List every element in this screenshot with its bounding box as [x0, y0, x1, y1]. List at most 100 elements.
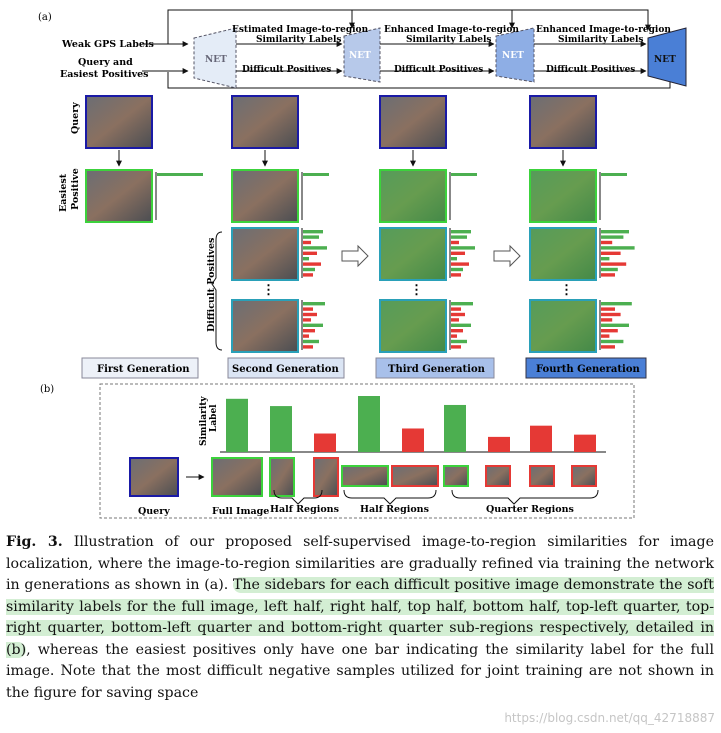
dp-bar: [451, 273, 461, 277]
panel-b-label: (b): [40, 384, 54, 395]
dp-bar: [451, 251, 465, 255]
region-image-4: [341, 465, 389, 487]
dp-bar: [601, 246, 635, 250]
svg-text:Estimated Image-to-region: Estimated Image-to-region: [232, 25, 369, 35]
dp-bar: [601, 318, 613, 322]
dp-bar: [601, 257, 610, 261]
axis-label-label: Label: [209, 404, 219, 432]
dp-bar: [451, 339, 467, 344]
dp-bar: [303, 230, 323, 234]
svg-text:NET: NET: [349, 51, 371, 61]
region-image-6: [443, 465, 469, 487]
gen-transition-arrow-1: [341, 244, 369, 268]
easiest-image-gen4: [529, 169, 597, 223]
easiest-bar-gen2: [303, 173, 329, 176]
dp-bar: [451, 329, 463, 333]
gen4-box: [525, 357, 647, 379]
dp-bar: [601, 312, 621, 317]
dp-bar: [601, 302, 632, 306]
net-gen2: NET: [343, 27, 381, 83]
feedback-lines: [167, 9, 671, 89]
dp-bar: [303, 257, 309, 261]
row-label-positive: Positive: [70, 168, 81, 210]
ellipsis-gen3: ⋮: [410, 283, 423, 298]
query-image-gen3: [379, 95, 447, 149]
b-query-image: [129, 457, 179, 497]
query-image-gen1: [85, 95, 153, 149]
watermark: https://blog.csdn.net/qq_42718887: [504, 711, 715, 725]
difficult-image-a-gen3: [379, 227, 447, 281]
input-easiest-positives: Easiest Positives: [60, 69, 149, 80]
dp-bar: [601, 334, 610, 338]
panel-a-label: (a): [38, 12, 52, 23]
svg-text:Difficult Positives: Difficult Positives: [394, 65, 483, 75]
generation-labels: First Generation Second Generation Third…: [81, 357, 647, 379]
svg-text:NET: NET: [205, 55, 227, 65]
svg-text:NET: NET: [502, 51, 524, 61]
svg-text:Query: Query: [138, 506, 170, 517]
dp-bar: [451, 318, 459, 322]
panel-b-frame: [99, 383, 635, 519]
svg-text:Half Regions: Half Regions: [360, 504, 429, 515]
difficult-image-a-gen4-tint: [531, 229, 595, 279]
dp-bar: [601, 251, 621, 255]
bar-7: [488, 436, 510, 452]
difficult-image-b-gen4: [529, 299, 597, 353]
ellipsis-gen2: ⋮: [262, 283, 275, 298]
dp-bar: [601, 230, 629, 234]
svg-text:Similarity Labels: Similarity Labels: [256, 35, 341, 45]
difficult-image-a-gen2: [231, 227, 299, 281]
region-image-7: [485, 465, 511, 487]
dp-bar: [303, 267, 315, 272]
gen1-box: [81, 357, 199, 379]
easiest-image-gen4-tint: [531, 171, 595, 221]
dp-bar: [601, 273, 615, 277]
gen-transition-arrow-2: [493, 244, 521, 268]
easiest-image-gen3-tint: [381, 171, 445, 221]
dp-bar: [451, 323, 471, 327]
region-image-1: [211, 457, 263, 497]
svg-text:Difficult Positives: Difficult Positives: [546, 65, 635, 75]
dp-bar: [451, 240, 459, 245]
figure-caption: Fig. 3. Illustration of our proposed sel…: [6, 532, 714, 704]
ellipsis-gen4: ⋮: [560, 283, 573, 298]
difficult-image-b-gen4-tint: [531, 301, 595, 351]
region-images: [211, 457, 597, 497]
svg-text:Difficult Positives: Difficult Positives: [242, 65, 331, 75]
gen2-label: Second Generation: [232, 364, 339, 375]
dp-bar: [303, 312, 317, 317]
gen4-label: Fourth Generation: [536, 364, 641, 375]
easiest-bar-gen1: [157, 173, 203, 176]
dp-bar: [601, 240, 613, 245]
easiest-image-gen3: [379, 169, 447, 223]
dp-bar: [303, 246, 327, 250]
net-gen3: NET: [495, 27, 535, 83]
caption-text-a: Illustration of our proposed self-superv…: [6, 534, 714, 593]
bar-6: [444, 404, 466, 452]
dp-bar: [303, 339, 319, 344]
row-label-query: Query: [70, 102, 81, 134]
svg-text:Enhanced Image-to-region: Enhanced Image-to-region: [536, 25, 671, 35]
difficult-image-b-gen2: [231, 299, 299, 353]
bar-4: [358, 396, 380, 452]
dp-bar: [451, 230, 471, 234]
easiest-image-gen1: [85, 169, 153, 223]
svg-text:Half Regions: Half Regions: [270, 504, 339, 515]
difficult-image-b-gen3: [379, 299, 447, 353]
dp-bar: [303, 235, 319, 239]
figure-3: (a) Weak GPS Labels Query and Easiest Po…: [38, 9, 687, 519]
dp-bar: [303, 345, 313, 349]
input-weak-gps: Weak GPS Labels: [61, 39, 154, 50]
svg-text:Similarity Labels: Similarity Labels: [406, 35, 491, 45]
difficult-image-b-gen3-tint: [381, 301, 445, 351]
dp-bar: [303, 273, 313, 277]
region-image-5: [391, 465, 439, 487]
dp-bar: [451, 334, 457, 338]
caption-label: Fig. 3.: [6, 534, 63, 550]
dp-bar: [601, 307, 615, 311]
dp-bar: [601, 235, 624, 239]
net-gen4: NET: [647, 27, 687, 87]
dp-bar: [303, 251, 317, 255]
dp-bar: [451, 307, 461, 311]
gen3-label: Third Generation: [388, 364, 486, 375]
